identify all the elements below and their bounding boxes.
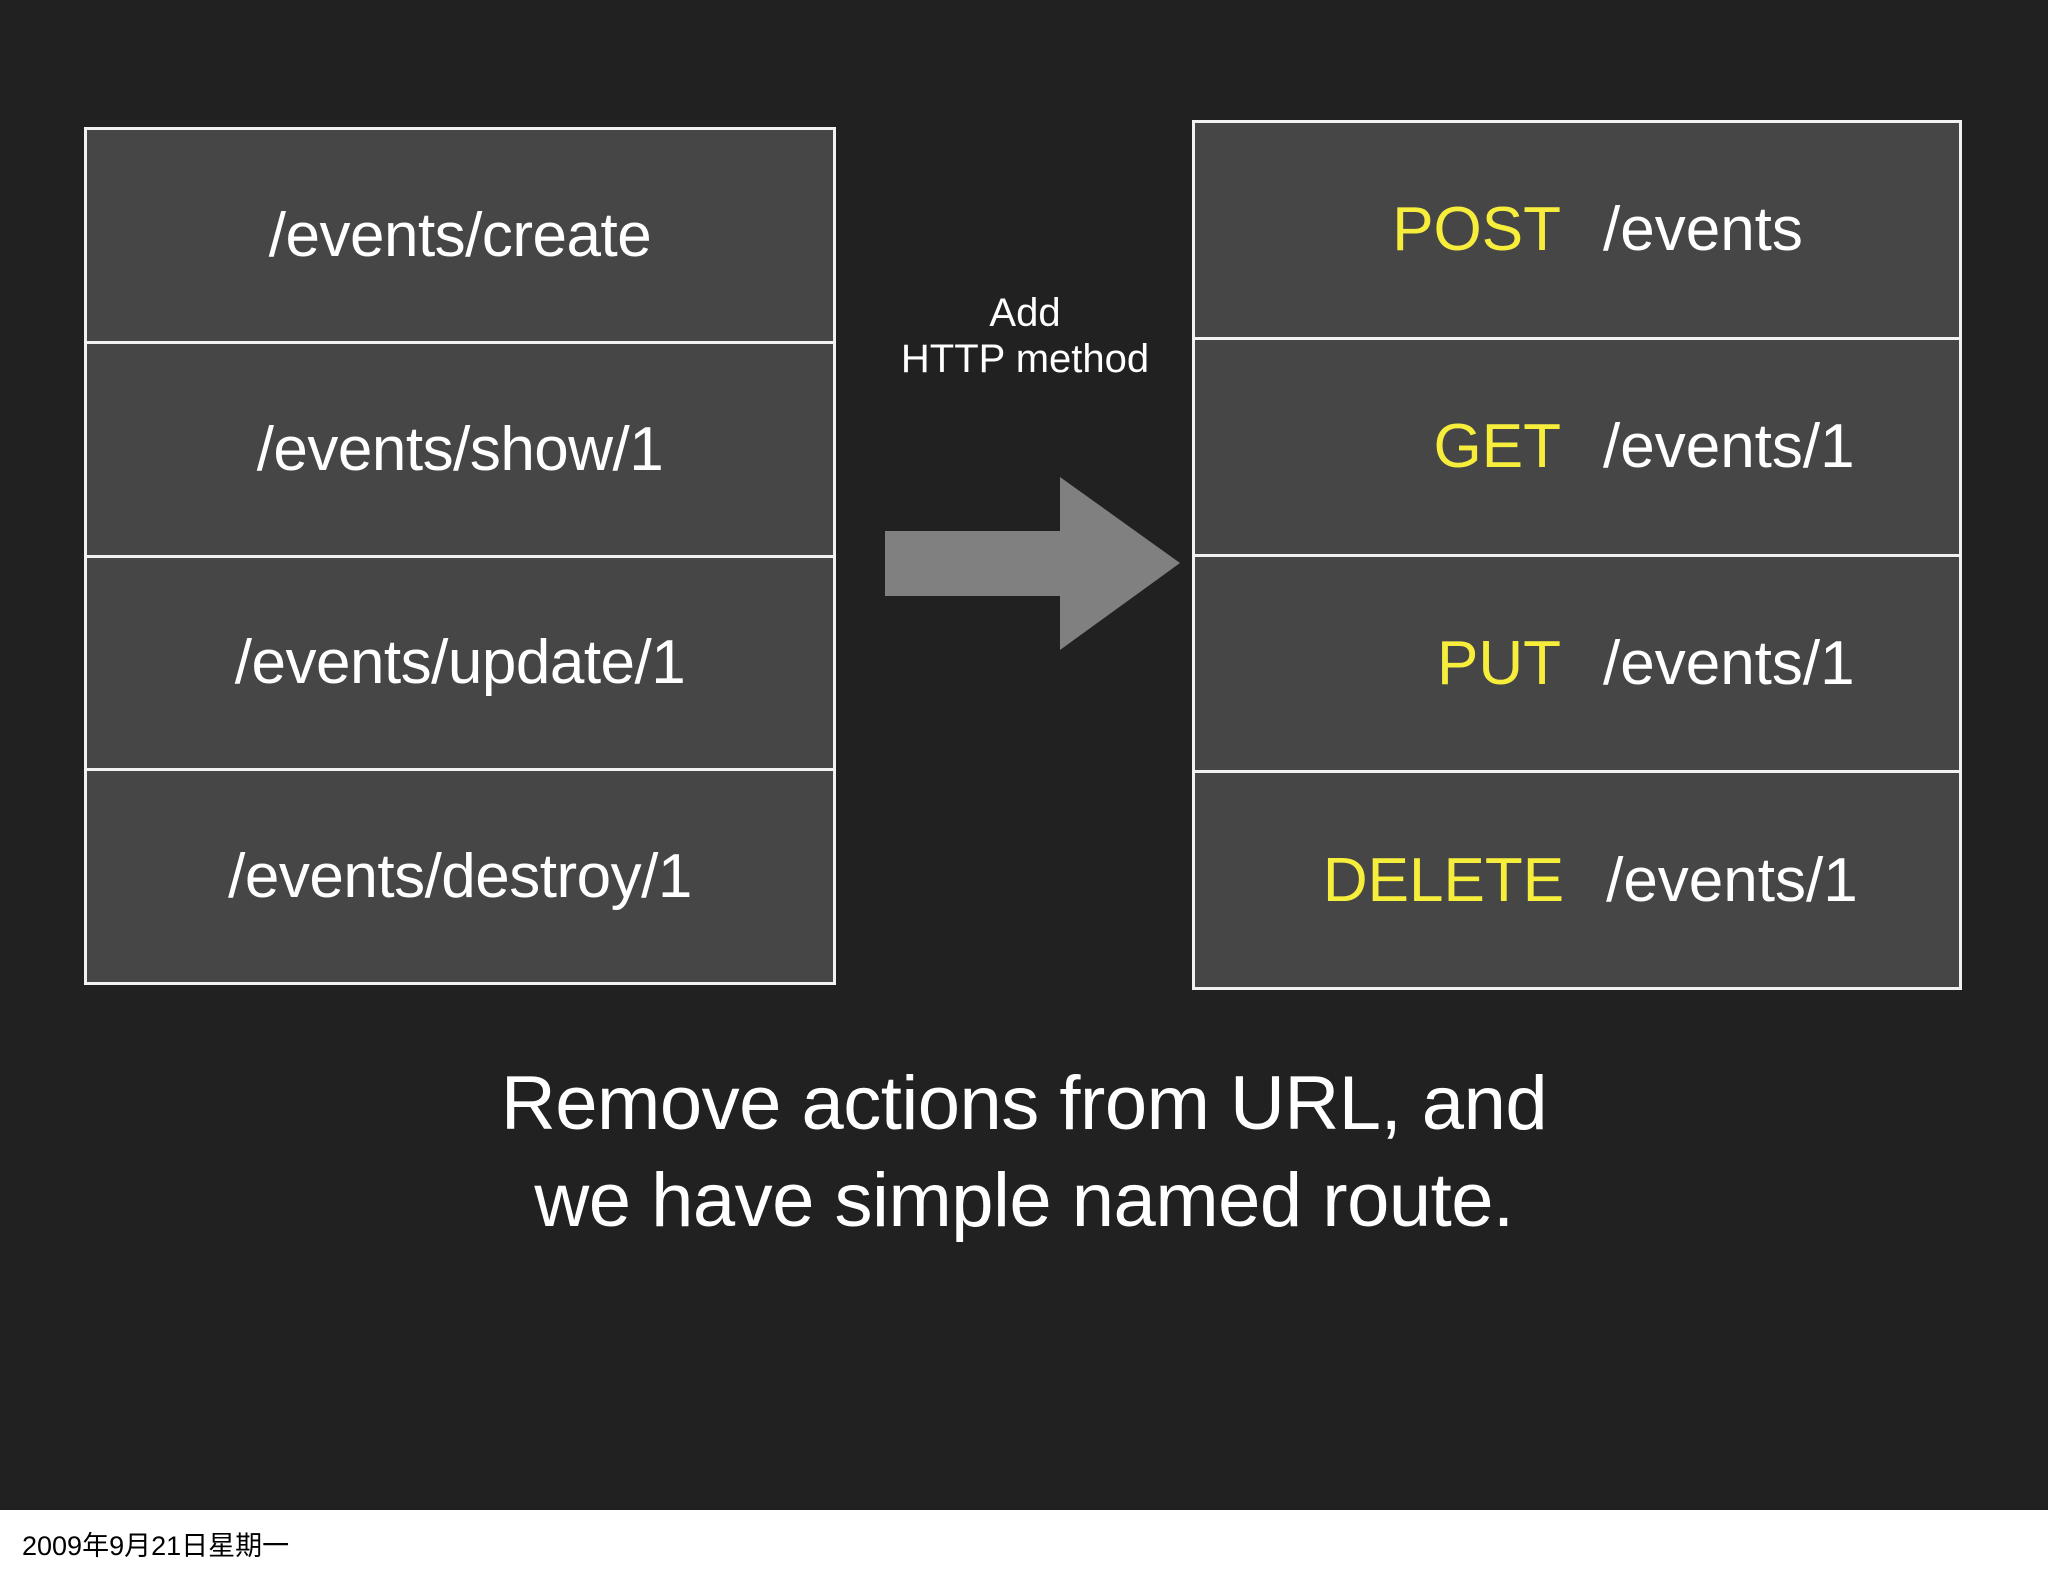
route-path: /events/update/1	[234, 628, 686, 698]
table-row: /events/destroy/1	[87, 771, 833, 982]
method-route-pair: POST /events	[1195, 194, 1959, 265]
http-method: PUT	[1437, 628, 1561, 698]
table-row: DELETE /events/1	[1195, 773, 1959, 987]
slide-canvas: /events/create /events/show/1 /events/up…	[0, 0, 2048, 1510]
route-path: /events/1	[1606, 845, 1858, 915]
table-row: /events/create	[87, 130, 833, 344]
slide-caption: Remove actions from URL, and we have sim…	[0, 1055, 2048, 1250]
left-route-table: /events/create /events/show/1 /events/up…	[84, 127, 836, 985]
http-method: GET	[1433, 412, 1561, 482]
table-row: /events/update/1	[87, 557, 833, 772]
caption-line1: Remove actions from URL, and	[500, 1061, 1548, 1146]
table-row: /events/show/1	[87, 343, 833, 558]
footer-date: 2009年9月21日星期一	[22, 1530, 290, 1561]
route-path: /events/destroy/1	[228, 842, 692, 912]
method-route-pair: DELETE /events/1	[1195, 845, 1959, 916]
http-method: POST	[1392, 195, 1561, 265]
slide-footer: 2009年9月21日星期一	[0, 1510, 2048, 1576]
transition-label-line2: HTTP method	[900, 337, 1150, 381]
route-path: /events/create	[268, 200, 652, 270]
route-path: /events	[1603, 195, 1803, 265]
route-path: /events/show/1	[256, 414, 664, 484]
route-path: /events/1	[1603, 628, 1855, 698]
arrow-right-icon	[885, 477, 1180, 650]
transition-label-block: Add HTTP method	[860, 290, 1190, 382]
transition-label-line1: Add	[989, 291, 1061, 335]
method-route-pair: GET /events/1	[1195, 411, 1959, 482]
route-path: /events/1	[1603, 412, 1855, 482]
method-route-pair: PUT /events/1	[1195, 628, 1959, 699]
caption-line2: we have simple named route.	[534, 1158, 1514, 1244]
table-row: POST /events	[1195, 123, 1959, 340]
right-route-table: POST /events GET /events/1 PUT /events/1…	[1192, 120, 1962, 990]
table-row: GET /events/1	[1195, 339, 1959, 557]
http-method: DELETE	[1322, 845, 1565, 915]
table-row: PUT /events/1	[1195, 556, 1959, 774]
